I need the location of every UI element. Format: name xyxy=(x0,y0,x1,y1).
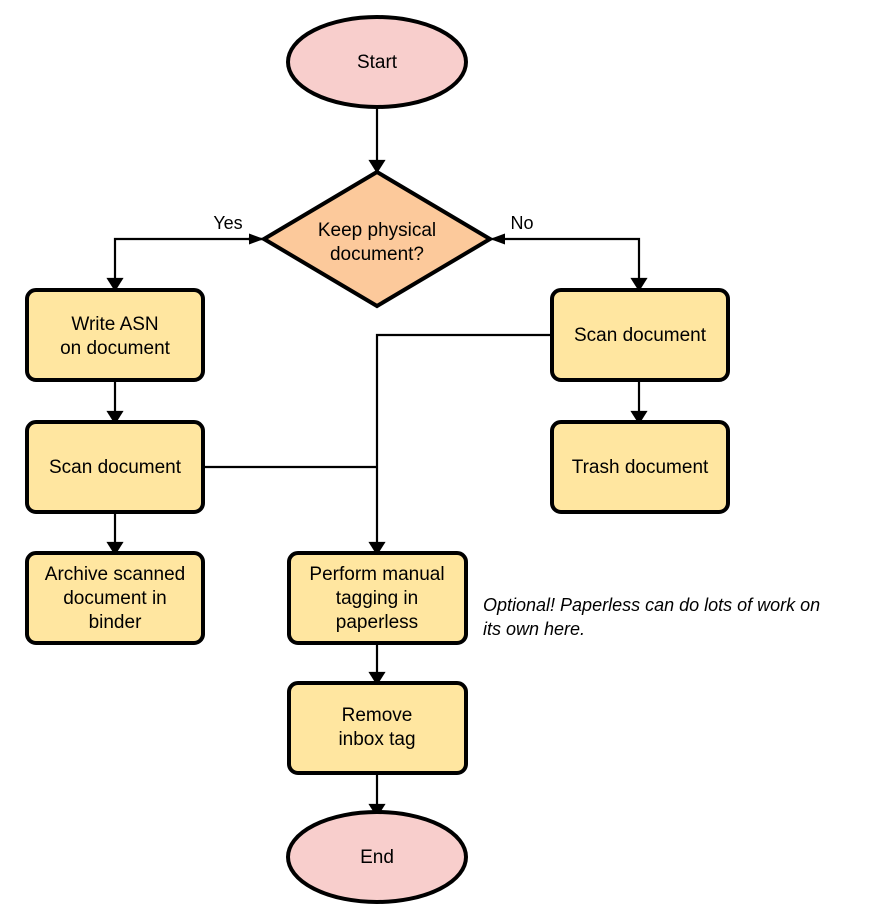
note-line1: Optional! Paperless can do lots of work … xyxy=(483,595,820,615)
edge-decision-no-elbow xyxy=(490,237,648,292)
node-decision-keep-physical-document[interactable]: Keep physical document? xyxy=(260,169,494,309)
node-remove-inbox-tag[interactable]: Remove inbox tag xyxy=(287,681,468,775)
manual-tagging-label-line3: paperless xyxy=(336,612,418,633)
scan-document-left-box xyxy=(25,420,205,514)
archive-label-line3: binder xyxy=(89,612,142,633)
node-scan-document-right[interactable]: Scan document xyxy=(550,288,730,382)
end-label: End xyxy=(360,847,394,868)
scan-document-right-box xyxy=(550,288,730,382)
edge-label-no: No xyxy=(510,213,533,233)
node-perform-manual-tagging[interactable]: Perform manual tagging in paperless xyxy=(287,551,468,645)
write-asn-box xyxy=(25,288,205,382)
edge-label-yes: Yes xyxy=(213,213,242,233)
node-trash-document[interactable]: Trash document xyxy=(550,420,730,514)
archive-label-line2: document in xyxy=(63,588,167,609)
node-end[interactable]: End xyxy=(286,810,468,904)
decision-label-line1: Keep physical xyxy=(318,220,436,241)
note-optional-paperless: Optional! Paperless can do lots of work … xyxy=(483,595,820,639)
connector-layer xyxy=(106,103,648,818)
no-branch-arrowhead xyxy=(490,233,505,245)
edge-decision-yes-elbow xyxy=(106,237,264,292)
manual-tagging-label-line1: Perform manual xyxy=(309,564,444,585)
remove-inbox-label-line1: Remove xyxy=(342,705,413,726)
start-label: Start xyxy=(357,52,398,73)
start-ellipse xyxy=(286,15,468,109)
end-ellipse xyxy=(286,810,468,904)
note-line2: its own here. xyxy=(483,619,585,639)
scan-document-right-label: Scan document xyxy=(574,325,707,346)
archive-label-line1: Archive scanned xyxy=(45,564,185,585)
edge-scanright-to-tagging xyxy=(368,333,552,556)
decision-diamond xyxy=(260,169,494,309)
scan-document-left-label: Scan document xyxy=(49,457,182,478)
write-asn-label-line1: Write ASN xyxy=(71,314,158,335)
trash-document-box xyxy=(550,420,730,514)
write-asn-label-line2: on document xyxy=(60,338,171,359)
node-write-asn[interactable]: Write ASN on document xyxy=(25,288,205,382)
remove-inbox-box xyxy=(287,681,468,775)
decision-label-line2: document? xyxy=(330,244,424,265)
archive-box xyxy=(25,551,205,645)
node-archive-scanned-document[interactable]: Archive scanned document in binder xyxy=(25,551,205,645)
manual-tagging-label-line2: tagging in xyxy=(336,588,418,609)
node-scan-document-left[interactable]: Scan document xyxy=(25,420,205,514)
remove-inbox-label-line2: inbox tag xyxy=(338,729,415,750)
trash-document-label: Trash document xyxy=(572,457,709,478)
node-start[interactable]: Start xyxy=(286,15,468,109)
yes-branch-arrowhead xyxy=(249,233,264,245)
manual-tagging-box xyxy=(287,551,468,645)
